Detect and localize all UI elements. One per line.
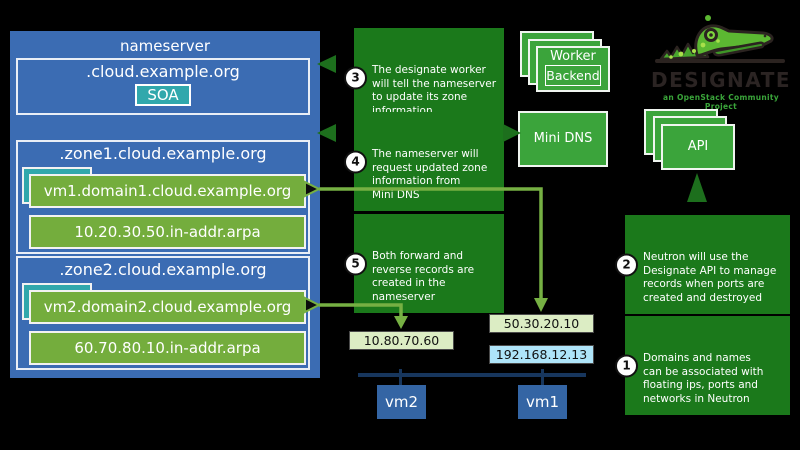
- step-number-badge: 5: [344, 252, 367, 276]
- annotation-text: The nameserver will request updated zone…: [372, 147, 488, 202]
- annotation-text: The designate worker will tell the names…: [372, 63, 497, 118]
- zone1-title: .zone1.cloud.example.org: [59, 144, 267, 163]
- designate-wordmark: DESIGNATE: [651, 68, 791, 92]
- minidns-box: Mini DNS: [518, 111, 608, 167]
- step-number-badge: 2: [615, 253, 638, 277]
- zone2-title: .zone2.cloud.example.org: [59, 260, 267, 279]
- arrow-down-to-vm1-ip-icon: [534, 298, 548, 312]
- zone1-box: .zone1.cloud.example.org vm1.domain1.clo…: [16, 140, 310, 254]
- vm2-box: vm2: [377, 385, 426, 419]
- arrow-step2-to-api-icon: [687, 173, 707, 202]
- root-zone-label: .cloud.example.org: [86, 62, 240, 81]
- step-number-badge: 1: [615, 354, 638, 378]
- nameserver-panel: nameserver .cloud.example.org SOA .zone1…: [10, 31, 320, 378]
- arrow-down-to-vm2-ip-icon: [394, 316, 408, 329]
- annotation-step-3: 3 The designate worker will tell the nam…: [344, 28, 504, 128]
- worker-label: Worker: [550, 49, 596, 64]
- step-number-badge: 4: [344, 150, 367, 174]
- zone1-forward-record: vm1.domain1.cloud.example.org: [29, 174, 306, 208]
- designate-tagline: an OpenStack Community Project: [663, 93, 779, 111]
- annotation-text: Both forward and reverse records are cre…: [372, 249, 475, 304]
- annotation-text: Neutron will use the Designate API to ma…: [643, 250, 777, 305]
- zone2-forward-record: vm2.domain2.cloud.example.org: [29, 290, 306, 324]
- crocodile-logo-icon: [655, 15, 785, 63]
- backend-box: Backend: [545, 65, 601, 86]
- vm1-box: vm1: [518, 385, 567, 419]
- soa-record: SOA: [135, 84, 191, 106]
- annotation-step-2: 2 Neutron will use the Designate API to …: [615, 215, 790, 315]
- vm1-fixed-ip: 192.168.12.13: [489, 345, 594, 364]
- worker-box: Worker Backend: [536, 46, 610, 92]
- vm2-floating-ip: 10.80.70.60: [349, 331, 454, 350]
- vm1-bus-tick: [541, 369, 544, 385]
- api-box: API: [661, 124, 735, 170]
- designate-logo: DESIGNATE an OpenStack Community Project: [646, 12, 796, 111]
- root-zone-box: .cloud.example.org SOA: [16, 58, 310, 115]
- zone2-box: .zone2.cloud.example.org vm2.domain2.clo…: [16, 256, 310, 370]
- annotation-text: Domains and names can be associated with…: [643, 351, 764, 406]
- annotation-step-5: 5 Both forward and reverse records are c…: [344, 214, 504, 314]
- zone2-reverse-record: 60.70.80.10.in-addr.arpa: [29, 331, 306, 365]
- annotation-step-1: 1 Domains and names can be associated wi…: [615, 316, 790, 416]
- network-bus-line: [358, 373, 586, 377]
- annotation-step-4: 4 The nameserver will request updated zo…: [344, 112, 504, 212]
- vm2-bus-tick: [399, 369, 402, 385]
- vm1-floating-ip: 50.30.20.10: [489, 314, 594, 333]
- zone1-reverse-record: 10.20.30.50.in-addr.arpa: [29, 215, 306, 249]
- step-number-badge: 3: [344, 66, 367, 90]
- nameserver-title: nameserver: [119, 37, 211, 55]
